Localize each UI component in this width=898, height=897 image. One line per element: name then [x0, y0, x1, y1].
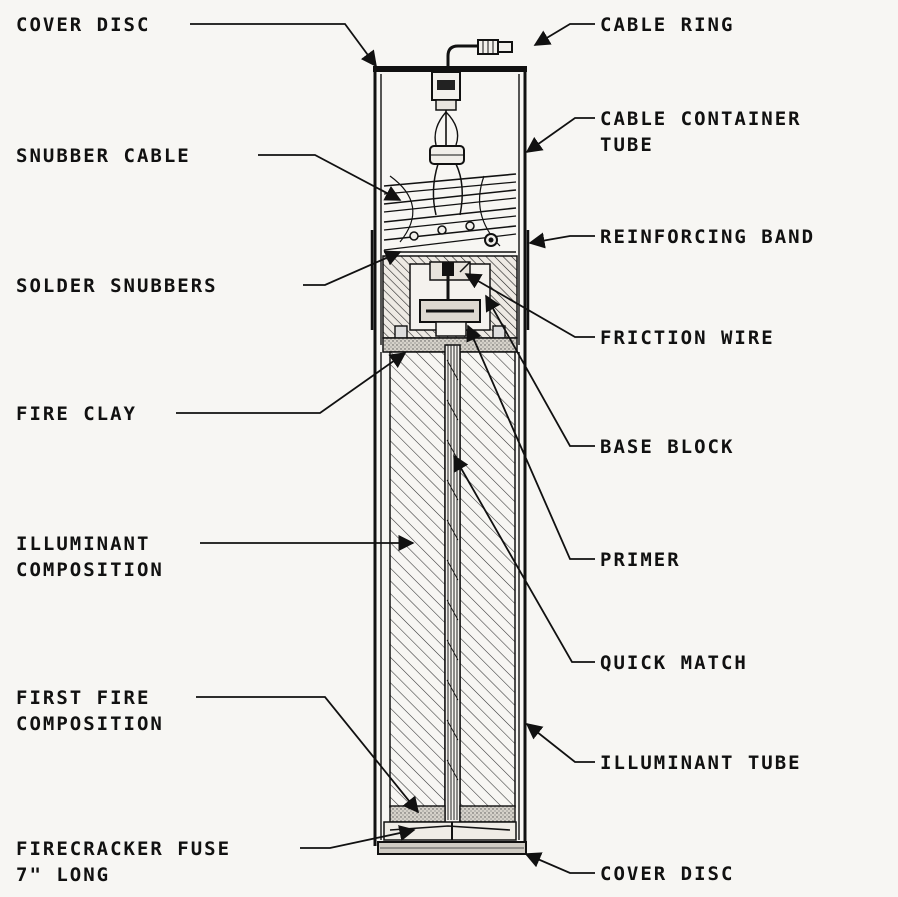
- leader-reinforcing-band: [528, 232, 595, 249]
- quick-match-core: [444, 344, 461, 826]
- cable-container-tube: [373, 66, 527, 345]
- illuminant-tube: [373, 345, 527, 846]
- label-illuminant-composition: ILLUMINANT COMPOSITION: [16, 533, 164, 581]
- label-snubber-cable: SNUBBER CABLE: [16, 145, 191, 167]
- label-primer: PRIMER: [600, 549, 681, 571]
- label-friction-wire: FRICTION WIRE: [600, 327, 775, 349]
- firecracker-fuse: [383, 821, 517, 841]
- label-solder-snubbers: SOLDER SNUBBERS: [16, 275, 218, 297]
- leader-firecracker-fuse: [300, 825, 416, 849]
- reinforcing-band: [370, 230, 530, 330]
- leader-quick-match: [453, 454, 595, 663]
- label-fire-clay: FIRE CLAY: [16, 403, 137, 425]
- leader-primer: [466, 324, 595, 560]
- leader-base-block: [485, 294, 595, 447]
- label-base-block: BASE BLOCK: [600, 436, 735, 458]
- label-illuminant-tube: ILLUMINANT TUBE: [600, 752, 802, 774]
- label-quick-match: QUICK MATCH: [600, 652, 748, 674]
- label-cover-disc-bottom: COVER DISC: [600, 863, 735, 885]
- base-block: [382, 255, 518, 339]
- label-cover-disc-top: COVER DISC: [16, 14, 151, 36]
- cover-disc-bottom: [377, 841, 527, 855]
- first-fire-composition: [389, 805, 516, 823]
- label-firecracker-fuse: FIRECRACKER FUSE 7" LONG: [16, 838, 232, 886]
- leader-friction-wire: [464, 273, 595, 338]
- leader-cover-disc-bottom: [524, 852, 595, 874]
- leader-cover-disc-top: [190, 23, 377, 68]
- leader-snubber-cable: [258, 154, 402, 201]
- leader-illuminant-tube: [525, 722, 595, 763]
- snubber-cable-coil: [383, 110, 517, 253]
- leader-cable-ring: [533, 23, 595, 46]
- cable-ring-hardware: [431, 39, 513, 111]
- label-reinforcing-band: REINFORCING BAND: [600, 226, 816, 248]
- leader-fire-clay: [176, 352, 407, 414]
- leader-solder-snubbers: [303, 250, 402, 286]
- label-first-fire-composition: FIRST FIRE COMPOSITION: [16, 687, 164, 735]
- leader-first-fire-composition: [196, 696, 420, 814]
- leader-cable-container-tube: [525, 117, 595, 153]
- label-cable-ring: CABLE RING: [600, 14, 735, 36]
- label-cable-container-tube: CABLE CONTAINER TUBE: [600, 108, 802, 156]
- leader-lines: [176, 23, 595, 874]
